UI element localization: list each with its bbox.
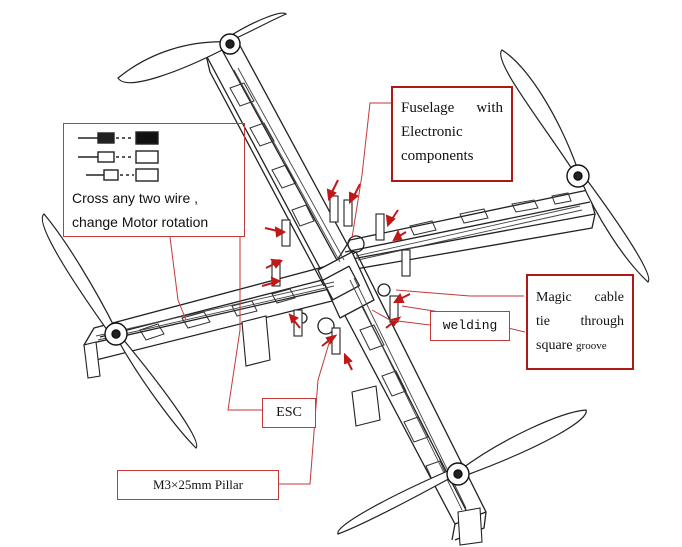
arrow-icon	[265, 258, 283, 269]
arm-right	[335, 189, 596, 263]
fuselage-callout: Fuselage with Electronic components	[391, 86, 513, 182]
pillar	[343, 199, 353, 227]
arrow-icon	[349, 183, 361, 205]
arrow-icon	[344, 352, 353, 371]
motor-icon	[219, 33, 241, 55]
magic-callout-square: square	[536, 338, 573, 353]
wire-connector-icon	[78, 150, 159, 164]
pillar	[331, 327, 341, 355]
arrow-icon	[321, 334, 338, 347]
fuselage-callout-line: Fuselage with	[401, 100, 503, 116]
motor-icon	[104, 322, 128, 346]
propeller-icon	[41, 213, 198, 449]
arrow-icon	[385, 209, 399, 228]
pillar	[375, 213, 385, 241]
landing-gear	[83, 341, 101, 379]
pillar	[329, 195, 339, 223]
wire-connector-icon	[78, 131, 159, 145]
wire-callout-line: change Motor rotation	[72, 214, 209, 230]
arrow-icon	[288, 313, 301, 329]
fuselage-callout-line: Electronic	[401, 124, 463, 140]
esc-callout: ESC	[262, 398, 316, 428]
arrow-icon	[264, 226, 287, 238]
propeller-icon	[337, 409, 587, 535]
landing-gear	[457, 507, 483, 546]
pillar-callout: M3×25mm Pillar	[117, 470, 279, 500]
motor-icon	[566, 164, 590, 188]
wire-callout-line: Cross any two wire ,	[72, 190, 199, 206]
magic-cable-tie-callout: Magic cable tie through square groove	[526, 274, 634, 370]
magic-callout-line: tie through	[536, 314, 624, 329]
welding-callout: welding	[430, 311, 510, 341]
propeller-icon	[500, 49, 650, 283]
arrow-icon	[326, 179, 339, 202]
arrow-icon	[393, 292, 411, 303]
welding-label: welding	[442, 318, 498, 333]
pillar	[401, 249, 411, 277]
wire-rotation-callout: Cross any two wire , change Motor rotati…	[63, 123, 245, 237]
magic-callout-line: square groove	[536, 334, 624, 358]
pillar	[293, 309, 303, 337]
esc-label: ESC	[276, 405, 302, 420]
fuselage-callout-line: components	[401, 148, 474, 164]
arrow-icon	[392, 229, 407, 242]
magic-callout-line: Magic cable	[536, 290, 624, 305]
arrow-icon	[261, 276, 282, 287]
landing-gear	[351, 385, 381, 427]
motor-icon	[446, 462, 470, 486]
magic-callout-groove: groove	[576, 340, 607, 352]
propeller-icon	[117, 12, 288, 84]
pillar-label: M3×25mm Pillar	[152, 477, 244, 492]
wire-connector-icon	[86, 168, 159, 182]
arrow-icon	[385, 316, 402, 329]
landing-gear	[241, 315, 271, 367]
